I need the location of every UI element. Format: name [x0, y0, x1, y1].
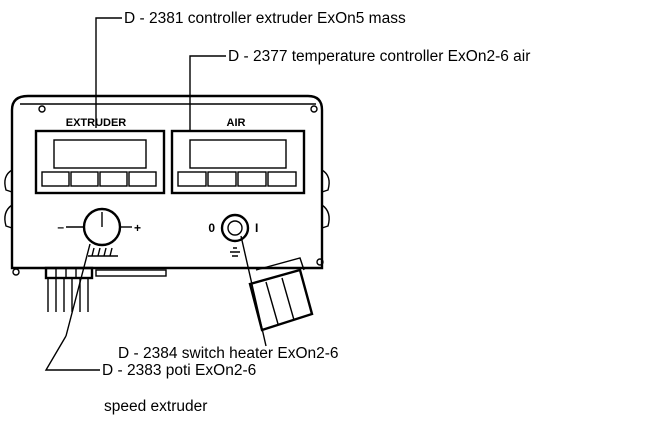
poti-minus-mark: – [57, 220, 64, 234]
callout-poti-subtitle: speed extruder [104, 398, 207, 415]
extruder-display-frame [34, 129, 166, 195]
leader-lines [44, 17, 267, 371]
switch-off-mark: 0 [208, 221, 215, 235]
nameplate [44, 266, 94, 280]
air-key-1 [177, 171, 207, 187]
air-display-frame [170, 129, 306, 195]
extruder-key-2 [70, 171, 99, 187]
air-panel-label: AIR [227, 117, 246, 129]
callout-poti: D - 2383 poti ExOn2-6 [102, 362, 256, 379]
potentiometer: – + [57, 207, 141, 257]
cable-pins [47, 278, 89, 312]
extruder-key-4 [128, 171, 157, 187]
switch-body [220, 213, 250, 243]
heater-switch: 0 I [208, 213, 258, 257]
switch-on-mark: I [255, 221, 258, 235]
air-controller: AIR [170, 117, 306, 195]
air-key-4 [267, 171, 297, 187]
air-key-3 [237, 171, 267, 187]
poti-plus-mark: + [134, 221, 141, 235]
extruder-key-3 [99, 171, 128, 187]
maker-plate [95, 269, 167, 277]
extruder-controller: EXTRUDER [34, 117, 166, 195]
extruder-key-1 [41, 171, 70, 187]
label-strip [44, 266, 167, 280]
switch-knob [227, 220, 243, 236]
callout-temperature-controller: D - 2377 temperature controller ExOn2-6 … [228, 48, 530, 65]
extruder-keypad [41, 171, 157, 187]
extruder-display-screen [53, 139, 147, 169]
callout-controller-extruder: D - 2381 controller extruder ExOn5 mass [124, 10, 406, 27]
air-key-2 [207, 171, 237, 187]
air-keypad [177, 171, 297, 187]
cable-plug [248, 257, 314, 332]
housing [4, 94, 330, 276]
callout-switch-heater: D - 2384 switch heater ExOn2-6 [118, 345, 339, 362]
air-display-screen [189, 139, 287, 169]
